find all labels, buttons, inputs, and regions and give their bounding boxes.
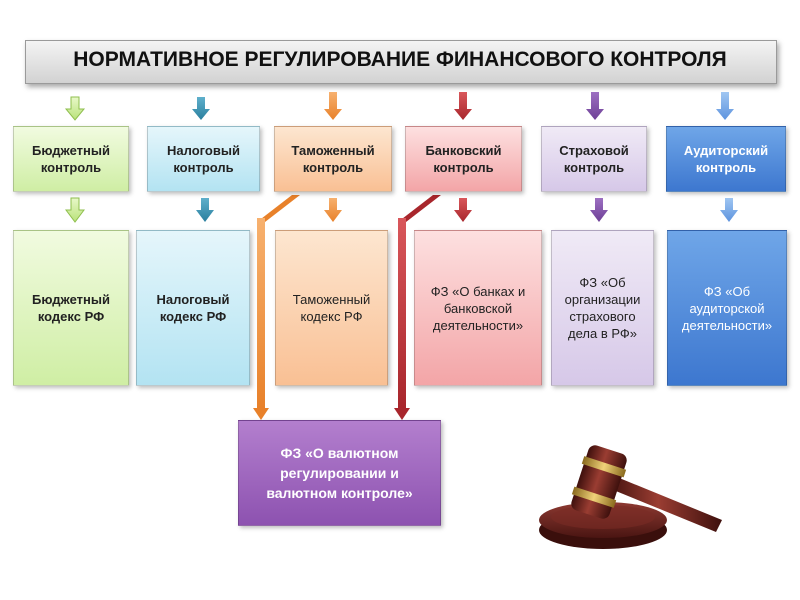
arrow-down-icon <box>454 198 472 222</box>
tax-control-box: Налоговый контроль <box>147 126 260 192</box>
page-title: НОРМАТИВНОЕ РЕГУЛИРОВАНИЕ ФИНАНСОВОГО КО… <box>73 48 727 71</box>
arrow-down-icon <box>590 198 608 222</box>
arrow-down-icon <box>324 92 342 120</box>
arrow-down-icon <box>64 96 86 121</box>
gavel-icon <box>539 445 722 549</box>
title-bar <box>25 40 777 84</box>
insurance-law-box: ФЗ «Об организации страхового дела в РФ» <box>551 230 654 386</box>
arrow-down-icon <box>454 92 472 120</box>
customs-control-box: Таможенный контроль <box>274 126 392 192</box>
connector-customs <box>253 195 300 420</box>
budget-control-box: Бюджетный контроль <box>13 126 129 192</box>
arrows-top <box>64 92 734 121</box>
arrows-middle <box>65 197 738 223</box>
currency-law-box: ФЗ «О валютном регулировании и валютном … <box>238 420 441 526</box>
connector-bank <box>394 195 441 420</box>
arrow-down-icon <box>192 97 210 120</box>
customs-law-box: Таможенный кодекс РФ <box>275 230 388 386</box>
bank-control-box: Банковский контроль <box>405 126 522 192</box>
arrow-down-icon <box>716 92 734 120</box>
tax-law-box: Налоговый кодекс РФ <box>136 230 250 386</box>
arrow-down-icon <box>65 197 85 223</box>
arrow-down-icon <box>196 198 214 222</box>
arrow-down-icon <box>720 198 738 222</box>
audit-law-box: ФЗ «Об аудиторской деятельности» <box>667 230 787 386</box>
bank-law-box: ФЗ «О банках и банковской деятельности» <box>414 230 542 386</box>
insurance-control-box: Страховой контроль <box>541 126 647 192</box>
arrow-down-icon <box>586 92 604 120</box>
arrow-down-icon <box>324 198 342 222</box>
audit-control-box: Аудиторский контроль <box>666 126 786 192</box>
budget-law-box: Бюджетный кодекс РФ <box>13 230 129 386</box>
